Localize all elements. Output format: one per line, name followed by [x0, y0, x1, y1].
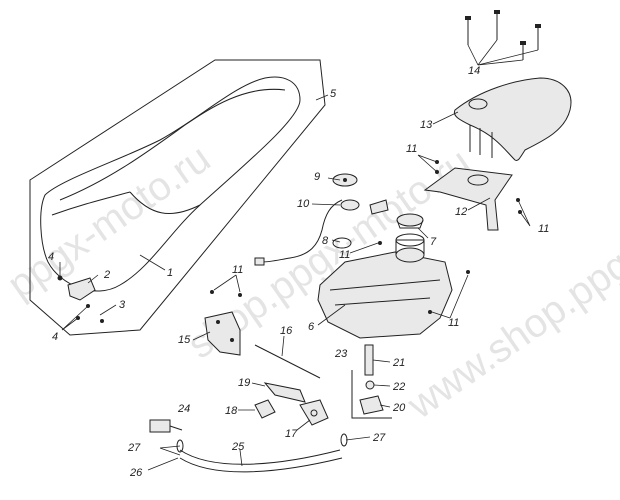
clip [254, 399, 276, 419]
callout-3: 3 [119, 299, 126, 311]
fuel-filter [149, 419, 183, 433]
callout-1: 1 [167, 267, 173, 279]
seat-latch [204, 311, 241, 356]
callout-7: 7 [430, 236, 437, 248]
ignition-lock [299, 399, 329, 426]
callout-27-right: 27 [372, 432, 386, 444]
callout-8: 8 [322, 235, 329, 247]
watermark-group: ppgx-moto.ru shop.ppgx-moto.ru www.shop.… [0, 136, 620, 428]
seat [40, 76, 301, 292]
callout-18: 18 [225, 405, 238, 417]
fuel-hose [179, 449, 343, 473]
hose-clamps [176, 433, 348, 453]
tank-bracket [423, 167, 513, 231]
callout-22: 22 [392, 381, 405, 393]
callout-4-bottom: 4 [52, 331, 58, 343]
callout-23: 23 [334, 348, 348, 360]
lock-cylinder-assembly [351, 344, 392, 419]
latch-cable [254, 344, 321, 379]
callout-12: 12 [455, 206, 467, 218]
fuel-cap [396, 213, 424, 229]
callout-24: 24 [177, 403, 190, 415]
callout-25: 25 [231, 441, 245, 453]
seat-hinge [57, 275, 104, 323]
callout-13: 13 [420, 119, 433, 131]
callout-27-left: 27 [127, 442, 141, 454]
callout-21: 21 [392, 357, 405, 369]
callout-6: 6 [308, 321, 315, 333]
fuel-tank [317, 233, 453, 339]
callout-labels: 1 2 3 4 4 5 6 7 8 9 10 11 11 11 11 11 12… [48, 65, 549, 479]
callout-14: 14 [468, 65, 480, 77]
sender-plate [332, 173, 358, 187]
callout-11-top: 11 [406, 143, 417, 155]
leader-lines [59, 39, 539, 471]
top-cover [453, 77, 572, 161]
callout-11-tank: 11 [339, 249, 350, 261]
callout-2: 2 [103, 269, 110, 281]
callout-16: 16 [280, 325, 293, 337]
lock-bracket [263, 382, 306, 403]
callout-9: 9 [314, 171, 320, 183]
callout-26: 26 [129, 467, 143, 479]
watermark-left: ppgx-moto.ru [0, 136, 218, 307]
callout-20: 20 [392, 402, 406, 414]
callout-10: 10 [297, 198, 310, 210]
bolts [210, 160, 522, 314]
callout-19: 19 [238, 377, 250, 389]
gasket-ring [332, 237, 352, 249]
seat-outline-frame [29, 59, 326, 336]
callout-11-bracket: 11 [538, 223, 549, 235]
long-screws [465, 10, 541, 60]
callout-11-latch: 11 [232, 264, 243, 276]
callout-15: 15 [178, 334, 191, 346]
fuel-sensor [254, 199, 389, 266]
callout-17: 17 [285, 428, 298, 440]
callout-4-top: 4 [48, 251, 54, 263]
callout-11-right: 11 [448, 317, 459, 329]
callout-5: 5 [330, 88, 337, 100]
